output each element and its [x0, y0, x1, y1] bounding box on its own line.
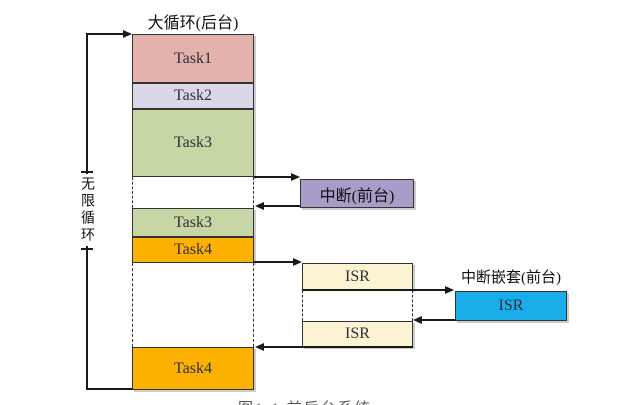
nested-isr-box: ISR [455, 291, 567, 321]
task4-box-resumed: Task4 [132, 347, 254, 390]
task3-box-resumed: Task3 [132, 208, 254, 237]
nested-interrupt-label: 中断嵌套(前台) [461, 270, 561, 286]
isr-call-line [254, 261, 294, 263]
suspended-gap-2 [132, 263, 254, 347]
infinite-loop-label: 无限循环 [78, 174, 96, 246]
nested-return-line [422, 319, 455, 321]
interrupt-call-arrowhead-icon [291, 173, 300, 181]
isr2-box: ISR [302, 321, 413, 347]
infinite-loop-top-line [86, 33, 124, 35]
isr-return-arrowhead-icon [255, 343, 264, 351]
task2-box: Task2 [132, 83, 254, 109]
nested-call-arrowhead-icon [445, 286, 454, 294]
isr1-box: ISR [302, 263, 413, 290]
loop-tick-bottom [81, 248, 93, 250]
interrupt-return-arrowhead-icon [255, 202, 264, 210]
caption-cropped: 图1-1 前后台系统 [238, 397, 468, 405]
isr-call-arrowhead-icon [293, 258, 302, 266]
suspended-gap-1 [132, 177, 254, 208]
background-loop-title: 大循环(后台) [147, 15, 239, 32]
infinite-loop-bottom-line [86, 388, 133, 390]
loop-tick-top [81, 171, 93, 173]
task1-box: Task1 [132, 34, 254, 83]
task3-box-first: Task3 [132, 109, 254, 177]
interrupt-call-line [254, 176, 292, 178]
interrupt-return-line [263, 205, 300, 207]
task4-box-first: Task4 [132, 237, 254, 263]
interrupt-box: 中断(前台) [300, 179, 414, 208]
isr-suspended-gap [302, 290, 413, 321]
loop-arrowhead-icon [123, 30, 132, 38]
nested-return-arrowhead-icon [413, 316, 422, 324]
nested-call-line [302, 289, 446, 291]
isr-return-line [264, 346, 413, 348]
